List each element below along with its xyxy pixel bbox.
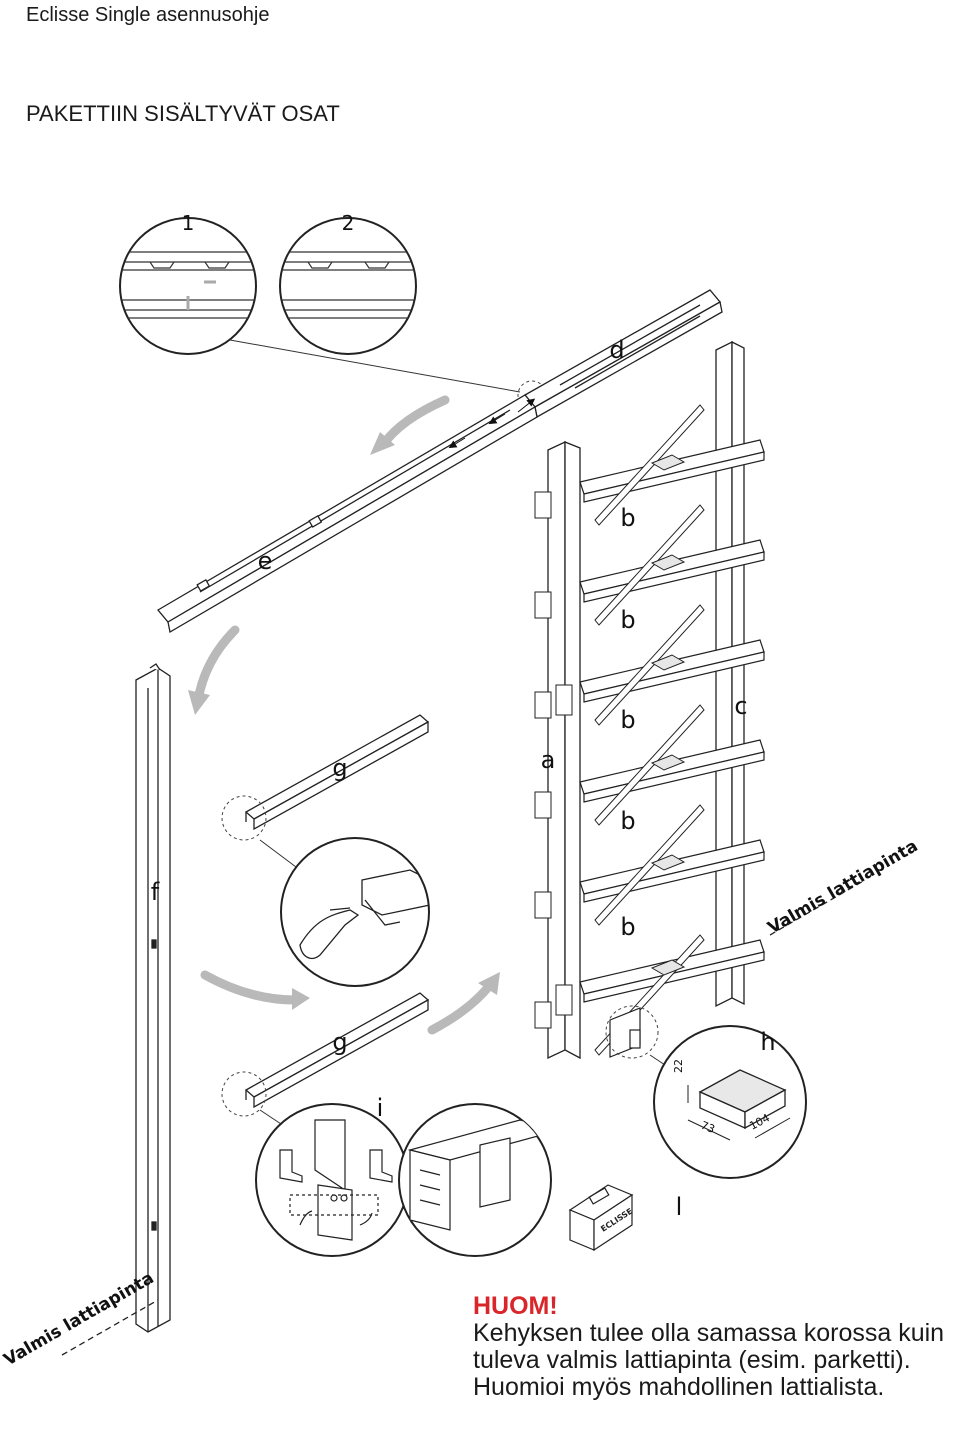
rail-g-upper [244,714,430,831]
rail-g-upper-detail-ring [221,795,267,841]
vertical-post-f [135,663,171,1333]
rail-g-lower [244,992,430,1109]
callout-leader-line [229,339,521,393]
part-label-b4: b [620,807,635,835]
spacer-height-dimension: 22 [672,1059,685,1073]
note-body: Kehyksen tulee olla samassa korossa kuin… [473,1319,945,1401]
part-label-i: i [377,1094,384,1122]
floor-label-right: Valmis lattiapinta [765,836,922,938]
note-heading: HUOM! [473,1292,558,1320]
top-track-e [157,394,538,634]
frame-bottom-bracket [609,1007,641,1058]
direction-arrows [448,398,536,449]
part-label-g-upper: g [332,754,347,782]
floor-label-left: Valmis lattiapinta [1,1268,158,1370]
part-label-a: a [541,746,556,774]
assembly-arrows [188,395,500,1035]
detail-number-1: 1 [182,211,195,235]
spacer-width-dimension: 73 [699,1119,717,1136]
hand-detail-leader [259,839,301,871]
detail-number-2: 2 [342,211,355,235]
frame-side-clips [534,491,573,1029]
part-label-h: h [760,1028,775,1056]
frame-back-rails [594,404,705,1056]
part-label-l: l [676,1193,683,1221]
screw-box-l: ECLISSE [568,1184,634,1252]
part-label-b2: b [620,606,635,634]
rail-g-lower-detail-ring [221,1071,267,1117]
bracket-mounted-detail-circle [398,1103,552,1257]
floor-line-left [61,1299,159,1356]
part-label-e: e [258,547,273,575]
document-title: Eclisse Single asennusohje [26,4,270,26]
frame-bottom-detail-ring [605,1005,659,1059]
part-label-c: c [734,692,747,720]
spacer-detail-circle [653,1025,807,1179]
hand-detail-circle [280,837,430,987]
section-title: PAKETTIIN SISÄLTYVÄT OSAT [26,101,340,126]
part-label-b3: b [620,706,635,734]
warning-note: HUOM! Kehyksen tulee olla samassa koross… [473,1293,958,1401]
top-track-d [524,289,723,419]
part-label-d: d [609,336,624,364]
part-label-b1: b [620,504,635,532]
floor-line-right [769,879,866,936]
door-frame [547,340,745,1060]
detail-circle-2 [279,217,417,355]
frame-spacer-blocks [650,454,686,976]
part-label-f: f [151,878,160,906]
detail-circle-1 [119,217,257,355]
part-label-g-lower: g [332,1028,347,1056]
bracket-detail-circle [255,1103,409,1257]
part-label-b5: b [620,913,635,941]
